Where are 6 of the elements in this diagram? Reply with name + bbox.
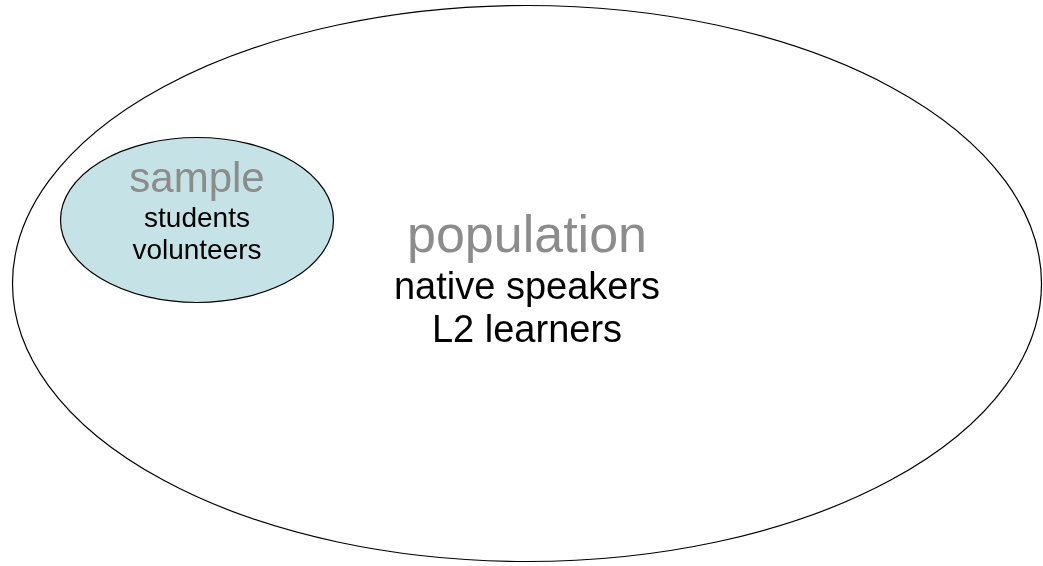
group-member: students <box>144 202 250 235</box>
group-member: L2 learners <box>431 308 623 353</box>
group-member: volunteers <box>132 234 262 267</box>
group-title: population <box>407 205 647 265</box>
group-title: sample <box>129 154 265 203</box>
group-member: native speakers <box>393 264 661 309</box>
